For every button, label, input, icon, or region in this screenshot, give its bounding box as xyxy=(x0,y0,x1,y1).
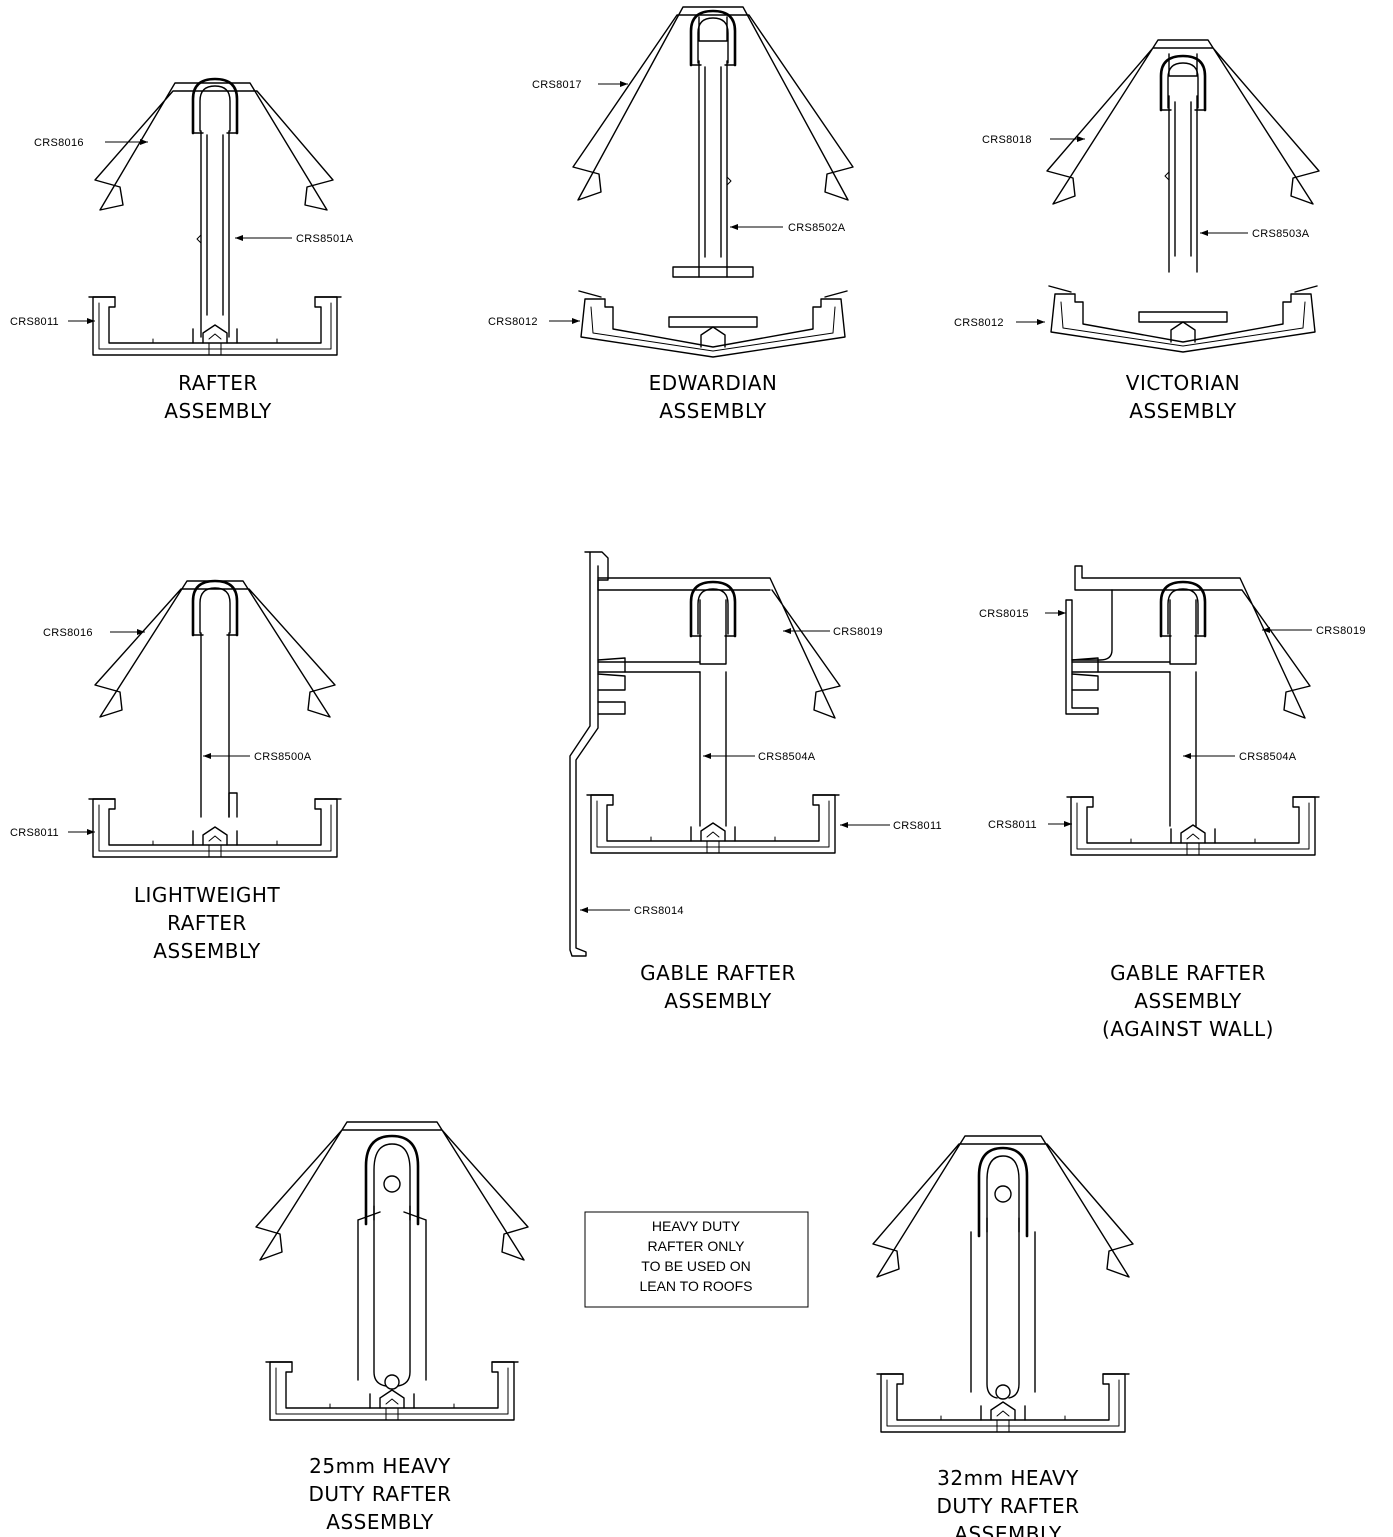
gable-wall-glazing-cap xyxy=(1074,565,1311,719)
gable-wall-spacer xyxy=(1065,599,1099,715)
part-label: CRS8016 xyxy=(34,137,84,149)
lightweight-leaders xyxy=(68,629,250,835)
victorian-base xyxy=(1048,285,1318,353)
assembly-title: 25mm HEAVY xyxy=(309,1454,451,1478)
assembly-title: ASSEMBLY xyxy=(1129,399,1237,423)
part-label: CRS8014 xyxy=(634,905,684,917)
rafter-base xyxy=(88,296,342,356)
part-label: CRS8017 xyxy=(532,79,582,91)
part-label: CRS8504A xyxy=(758,751,816,763)
part-label: CRS8011 xyxy=(10,316,59,328)
hd25-base xyxy=(265,1361,519,1421)
note-line: HEAVY DUTY xyxy=(652,1218,741,1234)
lightweight-base xyxy=(88,798,342,858)
part-label: CRS8504A xyxy=(1239,751,1297,763)
gable-rafter-assembly xyxy=(569,551,841,957)
edwardian-base xyxy=(578,290,848,358)
part-label: CRS8500A xyxy=(254,751,312,763)
heavy-duty-note: HEAVY DUTY RAFTER ONLY TO BE USED ON LEA… xyxy=(584,1211,809,1308)
assembly-title: ASSEMBLY xyxy=(164,399,272,423)
part-label: CRS8011 xyxy=(988,819,1037,831)
edwardian-assembly xyxy=(572,6,854,358)
hd32-rafter-assembly xyxy=(872,1135,1134,1433)
assembly-title: GABLE RAFTER xyxy=(640,961,796,985)
part-label: CRS8012 xyxy=(488,316,538,328)
assembly-title: DUTY RAFTER xyxy=(309,1482,452,1506)
gable-wall-leaders xyxy=(1045,610,1312,827)
assembly-title: ASSEMBLY xyxy=(659,399,767,423)
lightweight-bar xyxy=(200,632,230,818)
hd32-base xyxy=(876,1373,1130,1433)
part-label: CRS8503A xyxy=(1252,228,1310,240)
note-line: LEAN TO ROOFS xyxy=(639,1278,752,1294)
assembly-title: ASSEMBLY xyxy=(664,989,772,1013)
edwardian-glazing-cap xyxy=(572,6,854,201)
gable-wall-base xyxy=(1066,796,1320,856)
hd25-glazing-cap xyxy=(255,1121,529,1261)
note-line: RAFTER ONLY xyxy=(648,1238,746,1254)
gable-bar xyxy=(699,671,727,827)
assembly-title: ASSEMBLY xyxy=(954,1522,1062,1537)
assembly-title: RAFTER xyxy=(178,371,258,395)
assembly-title: 32mm HEAVY xyxy=(937,1466,1079,1490)
assembly-title: ASSEMBLY xyxy=(326,1510,434,1534)
rafter-bar xyxy=(200,130,230,338)
gable-base xyxy=(586,794,840,854)
victorian-bar xyxy=(1168,95,1198,273)
part-label: CRS8011 xyxy=(893,820,942,832)
gable-wall-plate xyxy=(569,551,609,957)
victorian-leaders xyxy=(1016,136,1248,325)
assembly-title: LIGHTWEIGHT xyxy=(134,883,281,907)
gable-leaders xyxy=(580,628,890,913)
rafter-glazing-cap xyxy=(94,82,334,211)
hd25-bar xyxy=(357,1211,427,1381)
part-label: CRS8502A xyxy=(788,222,846,234)
assembly-title: ASSEMBLY xyxy=(153,939,261,963)
edwardian-leaders xyxy=(549,81,783,324)
part-label: CRS8011 xyxy=(10,827,59,839)
victorian-glazing-cap xyxy=(1046,39,1320,205)
assembly-title: GABLE RAFTER xyxy=(1110,961,1266,985)
part-label: CRS8018 xyxy=(982,134,1032,146)
part-label: CRS8015 xyxy=(979,608,1029,620)
part-label: CRS8016 xyxy=(43,627,93,639)
rafter-leaders xyxy=(68,139,292,324)
assembly-title: EDWARDIAN xyxy=(649,371,778,395)
gable-glazing-cap xyxy=(597,577,841,719)
victorian-assembly xyxy=(1046,39,1320,353)
hd32-glazing-cap xyxy=(872,1135,1134,1278)
assembly-title: DUTY RAFTER xyxy=(937,1494,1080,1518)
hd32-bar xyxy=(970,1231,1036,1393)
note-line: TO BE USED ON xyxy=(641,1258,750,1274)
part-label: CRS8501A xyxy=(296,233,354,245)
assembly-title: VICTORIAN xyxy=(1126,371,1240,395)
rafter-assembly xyxy=(88,77,342,356)
assembly-title: (AGAINST WALL) xyxy=(1102,1017,1274,1041)
assembly-title: RAFTER xyxy=(167,911,247,935)
assembly-title: ASSEMBLY xyxy=(1134,989,1242,1013)
part-label: CRS8019 xyxy=(1316,625,1366,637)
lightweight-rafter-assembly xyxy=(88,579,342,858)
lightweight-glazing-cap xyxy=(94,580,336,718)
part-label: CRS8019 xyxy=(833,626,883,638)
hd25-rafter-assembly xyxy=(255,1121,529,1421)
part-label: CRS8012 xyxy=(954,317,1004,329)
gable-wall-rafter-assembly xyxy=(1065,565,1320,856)
gable-wall-bar xyxy=(1169,671,1197,827)
edwardian-bar xyxy=(698,60,728,278)
